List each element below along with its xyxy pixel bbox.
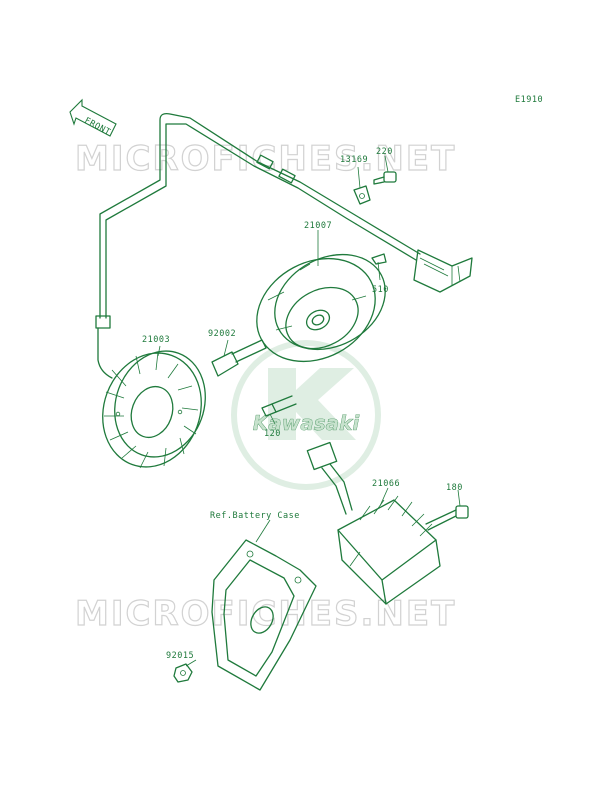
- page-code: E1910: [515, 95, 543, 105]
- rotor-21007: [256, 253, 386, 363]
- part-180-label: 180: [446, 483, 463, 493]
- part-120-label: 120: [264, 429, 281, 439]
- reference-label: Ref.Battery Case: [210, 511, 300, 521]
- part-220-label: 220: [376, 147, 393, 157]
- bolt-92002: [211, 339, 267, 377]
- kawasaki-logo: Kawasaki: [231, 340, 381, 490]
- front-arrow-icon: FRONT: [69, 98, 117, 138]
- watermark-top: MICROFICHES.NET: [75, 139, 456, 179]
- stator-21003: [102, 350, 206, 469]
- part-21003-label: 21003: [142, 335, 170, 345]
- part-92002-label: 92002: [208, 329, 236, 339]
- part-21007-label: 21007: [304, 221, 332, 231]
- clamp-13169: [353, 185, 371, 205]
- bolt-120: [261, 395, 297, 417]
- part-21066-label: 21066: [372, 479, 400, 489]
- part-13169-label: 13169: [340, 155, 368, 165]
- key-510: [371, 253, 387, 265]
- part-510-label: 510: [372, 285, 389, 295]
- bolt-180: [425, 505, 469, 531]
- regulator-21066: [306, 441, 441, 605]
- part-92015-label: 92015: [166, 651, 194, 661]
- bolt-220: [373, 171, 397, 185]
- wire-harness: [95, 112, 473, 379]
- watermark-bottom: MICROFICHES.NET: [75, 594, 456, 634]
- leader-lines: [157, 155, 461, 667]
- battery-case-bracket: [211, 539, 317, 691]
- nut-92015: [173, 663, 193, 683]
- wire-connector: [413, 249, 473, 293]
